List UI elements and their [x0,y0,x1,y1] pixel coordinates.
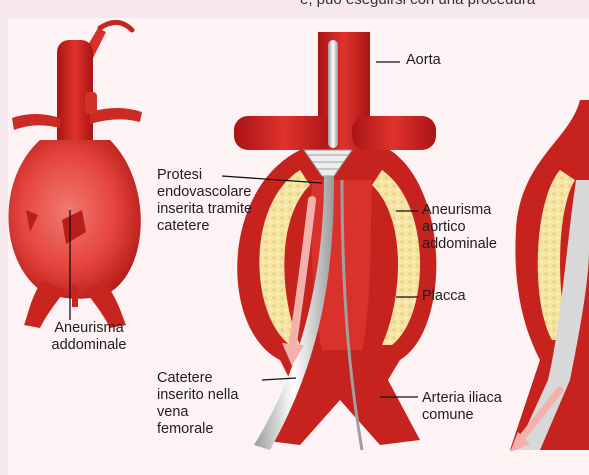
small-branch [72,285,78,307]
side-branch-vessel [85,92,97,114]
renal-branch-right [352,116,436,150]
middle-cross-section [222,32,436,450]
label-catetere: Catetere inserito nella vena femorale [157,370,238,438]
label-aneurisma-aortico-addominale: Aneurisma aortico addominale [422,202,497,253]
catheter-upper [328,40,338,148]
top-branch-vessel [100,22,132,30]
right-cross-section [510,100,589,452]
label-arteria-iliaca-comune: Arteria iliaca comune [422,390,502,424]
label-protesi-endovascolare: Protesi endovascolare inserita tramite c… [157,167,252,235]
left-aneurysm-drawing [8,22,142,328]
renal-branch-left [234,116,334,150]
renal-artery-left [12,114,60,130]
label-aneurisma-addominale: Aneurisma addominale [34,320,144,354]
label-aorta: Aorta [406,52,441,69]
renal-artery-right [90,108,142,124]
label-placca: Placca [422,288,466,305]
